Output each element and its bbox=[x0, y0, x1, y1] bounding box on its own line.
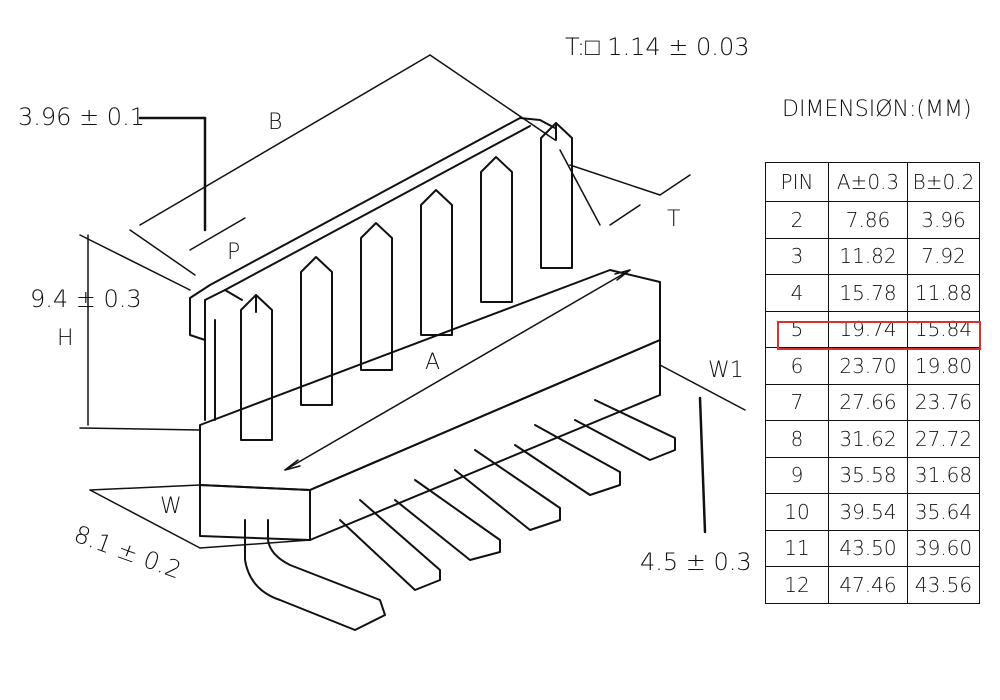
housing-front-body bbox=[199, 269, 661, 541]
upright-pins bbox=[240, 122, 573, 441]
cell-pin: 4 bbox=[765, 274, 829, 312]
cell-b: 3.96 bbox=[907, 201, 980, 239]
t-dimension-lines bbox=[559, 149, 691, 226]
cell-b: 11.88 bbox=[907, 274, 980, 312]
header-b: B±0.2 bbox=[907, 162, 980, 202]
cell-pin: 9 bbox=[765, 456, 829, 494]
row-highlight-box bbox=[777, 321, 981, 350]
label-p: P bbox=[227, 240, 241, 265]
label-a: A bbox=[425, 350, 441, 375]
w1-dimension-lines bbox=[659, 364, 746, 534]
cell-a: 23.70 bbox=[828, 347, 908, 385]
cell-pin: 5 bbox=[765, 310, 829, 348]
cell-b: 35.64 bbox=[907, 493, 980, 531]
cell-pin: 10 bbox=[765, 493, 829, 531]
header-a: A±0.3 bbox=[828, 162, 908, 202]
cell-b: 19.80 bbox=[907, 347, 980, 385]
cell-b: 15.84 bbox=[907, 310, 980, 348]
pitch-dimension: 3.96 ± 0.1 bbox=[18, 103, 145, 131]
cell-b: 31.68 bbox=[907, 456, 980, 494]
header-pin: PIN bbox=[765, 162, 829, 202]
cell-pin: 7 bbox=[765, 383, 829, 421]
cell-a: 27.66 bbox=[828, 383, 908, 421]
h-dimension-lines bbox=[79, 234, 201, 431]
label-t: T bbox=[667, 207, 681, 232]
cell-pin: 8 bbox=[765, 420, 829, 458]
cell-a: 11.82 bbox=[828, 237, 908, 275]
cell-a: 35.58 bbox=[828, 456, 908, 494]
b-dimension-lines bbox=[129, 54, 556, 276]
housing-back-rail bbox=[189, 117, 556, 421]
connector-line-art bbox=[79, 54, 746, 631]
cell-pin: 12 bbox=[765, 566, 829, 604]
label-w: W bbox=[160, 494, 182, 519]
cell-b: 23.76 bbox=[907, 383, 980, 421]
table-header-row: PIN A±0.3 B±0.2 bbox=[765, 162, 980, 202]
cell-b: 43.56 bbox=[907, 566, 980, 604]
cell-a: 15.78 bbox=[828, 274, 908, 312]
cell-pin: 11 bbox=[765, 529, 829, 567]
cell-a: 43.50 bbox=[828, 529, 908, 567]
thickness-annotation: T:□ 1.14 ± 0.03 bbox=[565, 33, 750, 61]
cell-a: 7.86 bbox=[828, 201, 908, 239]
cell-a: 47.46 bbox=[828, 566, 908, 604]
height-dimension: 9.4 ± 0.3 bbox=[30, 285, 142, 313]
p-dimension-lines bbox=[138, 116, 246, 251]
cell-a: 39.54 bbox=[828, 493, 908, 531]
cell-pin: 2 bbox=[765, 201, 829, 239]
cell-a: 31.62 bbox=[828, 420, 908, 458]
cell-b: 7.92 bbox=[907, 237, 980, 275]
cell-pin: 3 bbox=[765, 237, 829, 275]
label-w1: W1 bbox=[708, 358, 744, 383]
w1-dimension: 4.5 ± 0.3 bbox=[640, 548, 752, 576]
label-b: B bbox=[268, 110, 283, 135]
bent-pins bbox=[244, 399, 676, 631]
cell-b: 39.60 bbox=[907, 529, 980, 567]
w-dimension-lines bbox=[89, 484, 311, 549]
cell-pin: 6 bbox=[765, 347, 829, 385]
label-h: H bbox=[57, 326, 74, 351]
cell-b: 27.72 bbox=[907, 420, 980, 458]
table-title: DIMENSIØN:(MM) bbox=[782, 97, 972, 122]
